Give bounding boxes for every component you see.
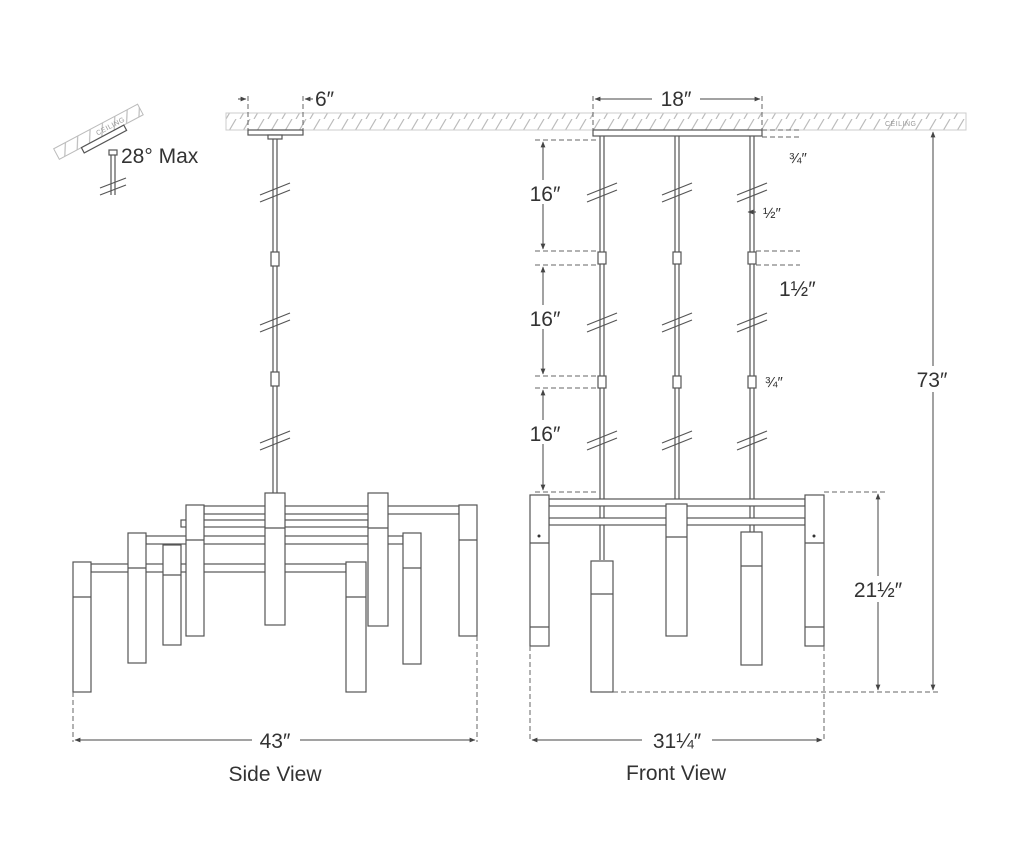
ceiling-label: CEILING [885,121,917,128]
side-canopy-label: 6″ [315,88,335,111]
front-width-label: 31¼″ [653,730,702,753]
fixture-height-label: 21½″ [854,579,903,602]
side-view: 43″ 6″ Side View [72,88,478,786]
coupler-spacing-label: 1½″ [779,278,816,301]
rod-segment-label: 16″ [530,183,561,206]
rod-segment-label: 16″ [530,423,561,446]
rod-diameter-label: ½″ [763,205,782,222]
slope-max-label: 28° Max [121,145,199,168]
front-view: 18″ ¾″ ½″ 1½″ ¾″ 16″ 16″ 16″ 73″ 21½″ 31… [524,86,958,785]
ceiling: CEILING [225,112,967,131]
side-width-label: 43″ [260,730,291,753]
front-canopy-label: 18″ [661,88,692,111]
overall-height-label: 73″ [917,369,948,392]
coupler-width-label: ¾″ [765,374,784,391]
rod-segment-label: 16″ [530,308,561,331]
front-view-title: Front View [626,762,727,785]
side-view-title: Side View [228,763,322,786]
sloped-ceiling-detail: CEILING 28° Max [53,103,199,196]
canopy-height-label: ¾″ [789,150,808,167]
